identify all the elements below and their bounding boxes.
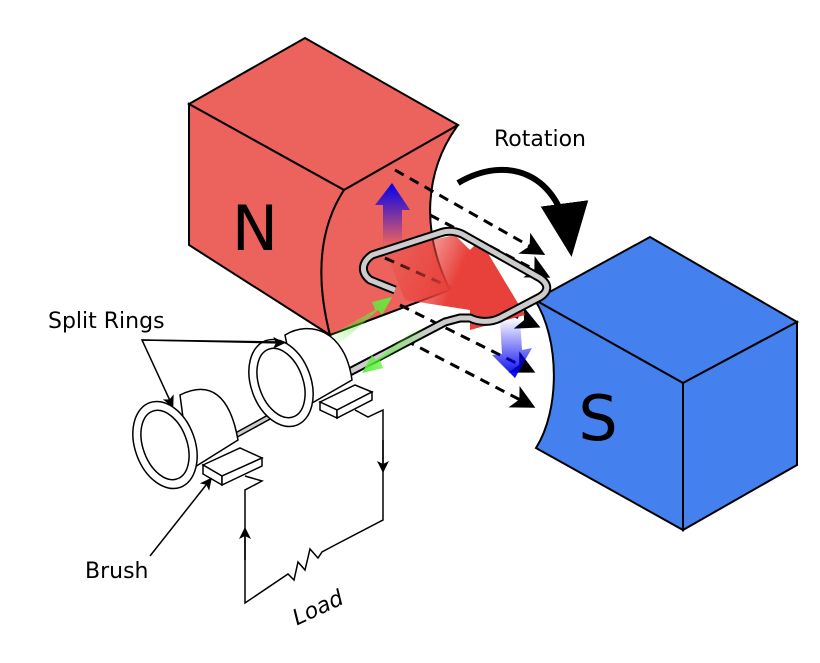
split-rings-label: Split Rings (48, 309, 165, 334)
split-rings-pointer (140, 336, 285, 408)
split-ring-far (132, 388, 239, 490)
south-magnet: S (532, 235, 800, 532)
north-label: N (232, 192, 278, 265)
field-direction-arrow (385, 235, 525, 330)
load-circuit (239, 408, 389, 605)
brush-label: Brush (85, 559, 149, 584)
load-label: Load (289, 585, 349, 631)
current-arrow-out (362, 327, 425, 373)
brush-pointer (149, 477, 212, 557)
force-arrow-down (492, 318, 532, 378)
south-label: S (578, 382, 617, 455)
current-arrow-in (330, 297, 392, 345)
rotation-label: Rotation (494, 127, 586, 152)
force-arrow-up (375, 183, 410, 245)
split-ring-near (248, 327, 353, 428)
field-line (394, 168, 546, 255)
field-line (404, 338, 536, 408)
rotation-arrow (456, 166, 589, 257)
brush-far (201, 447, 264, 487)
armature-loop (338, 228, 550, 380)
brush-near (318, 384, 374, 420)
